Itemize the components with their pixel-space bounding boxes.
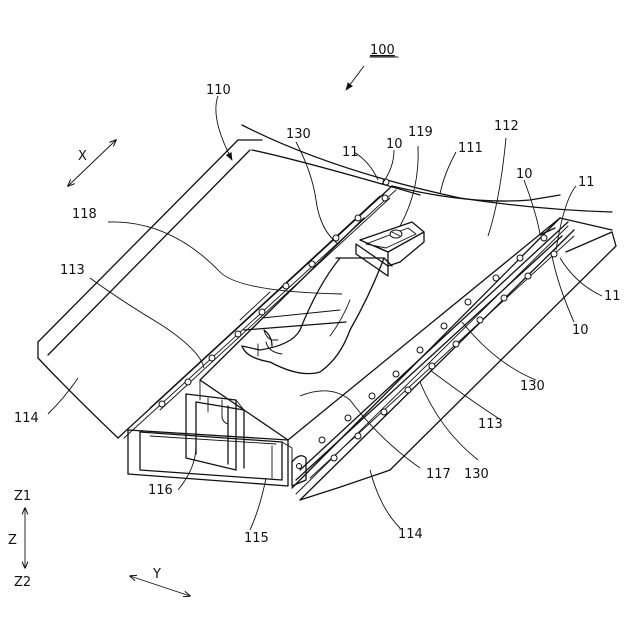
- hole: [493, 275, 499, 281]
- hole: [501, 295, 507, 301]
- hole: [541, 235, 547, 241]
- label-11-low: 11: [604, 289, 621, 304]
- hole: [369, 393, 375, 399]
- leader-lines: [48, 66, 602, 530]
- label-113-left: 113: [60, 263, 85, 278]
- label-114-left: 114: [14, 411, 39, 426]
- label-113-right: 113: [478, 417, 503, 432]
- clip: [356, 222, 424, 276]
- hole: [159, 401, 165, 407]
- hole: [382, 195, 388, 201]
- reference-labels: 100 110 130 11 10 119 111 112 10 11 118 …: [14, 43, 621, 546]
- x-axis-arrow: [68, 140, 116, 186]
- label-116: 116: [148, 483, 173, 498]
- z1-label: Z1: [14, 489, 31, 504]
- hole: [283, 283, 289, 289]
- label-10-low: 10: [572, 323, 589, 338]
- y-axis-label: Y: [152, 567, 161, 582]
- hole: [453, 341, 459, 347]
- left-side-panel: [38, 140, 420, 438]
- hole: [441, 323, 447, 329]
- hole: [405, 387, 411, 393]
- hole: [417, 347, 423, 353]
- axis-arrows: [25, 140, 190, 596]
- label-100: 100: [370, 43, 395, 58]
- hole: [309, 261, 315, 267]
- z2-label: Z2: [14, 575, 31, 590]
- label-130-low: 130: [464, 467, 489, 482]
- hole: [381, 409, 387, 415]
- label-111: 111: [458, 141, 483, 156]
- hole: [355, 433, 361, 439]
- hole: [185, 379, 191, 385]
- hole: [355, 215, 361, 221]
- label-10-top: 10: [386, 137, 403, 152]
- x-axis-label: X: [78, 149, 87, 164]
- label-114-right: 114: [398, 527, 423, 542]
- hole: [345, 415, 351, 421]
- hole: [429, 363, 435, 369]
- hole: [319, 437, 325, 443]
- hole: [259, 309, 265, 315]
- hole: [477, 317, 483, 323]
- label-130-right: 130: [520, 379, 545, 394]
- z-axis-label: Z: [8, 533, 17, 548]
- label-110: 110: [206, 83, 231, 98]
- label-11-top: 11: [342, 145, 359, 160]
- label-11-right: 11: [578, 175, 595, 190]
- hole: [517, 255, 523, 261]
- label-119: 119: [408, 125, 433, 140]
- hole: [331, 455, 337, 461]
- label-130-top: 130: [286, 127, 311, 142]
- hole: [525, 273, 531, 279]
- hole: [235, 331, 241, 337]
- hole: [209, 355, 215, 361]
- label-112: 112: [494, 119, 519, 134]
- label-10-right: 10: [516, 167, 533, 182]
- label-115: 115: [244, 531, 269, 546]
- right-side-panel: [292, 218, 616, 500]
- label-117: 117: [426, 467, 451, 482]
- hole: [465, 299, 471, 305]
- hole: [393, 371, 399, 377]
- label-118: 118: [72, 207, 97, 222]
